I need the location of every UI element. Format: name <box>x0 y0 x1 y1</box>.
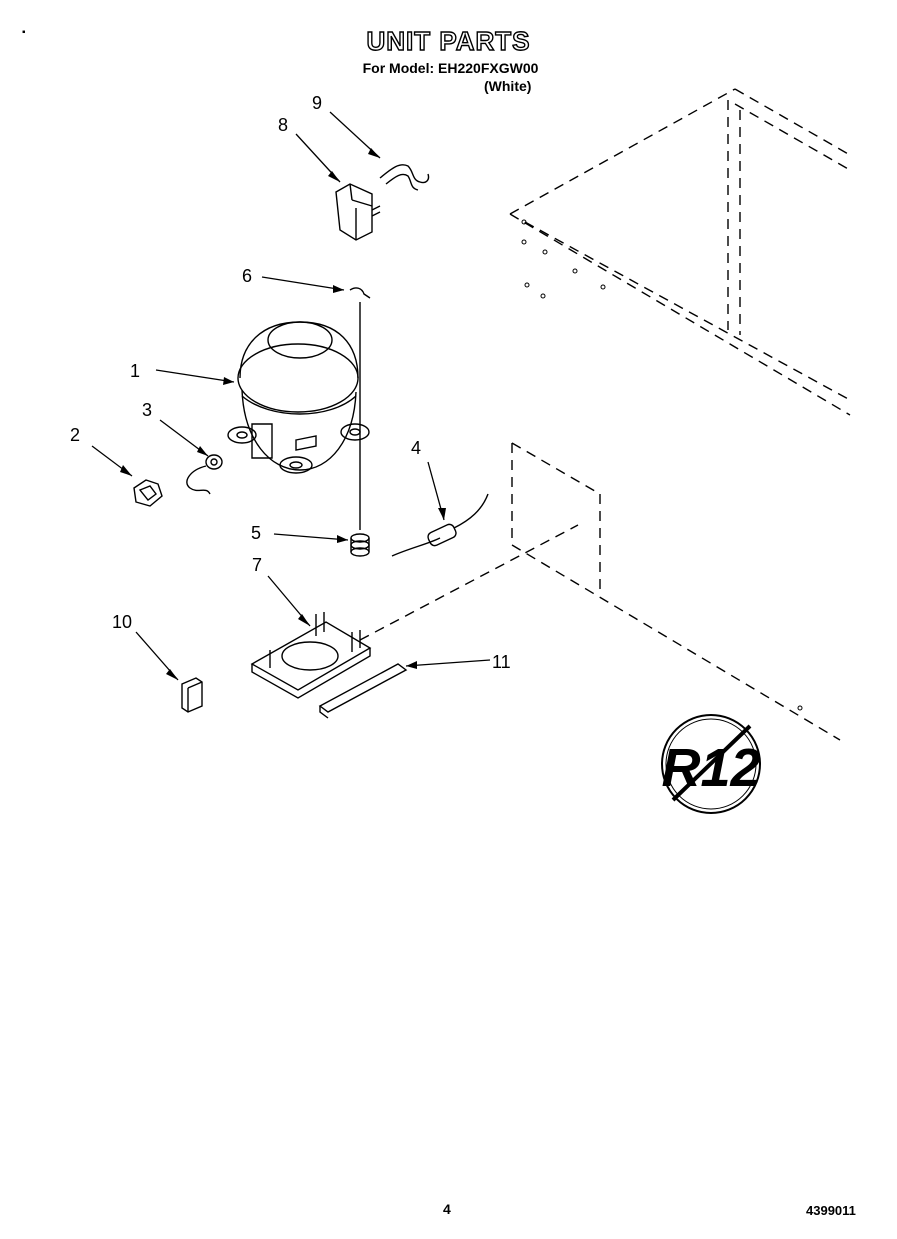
part-2-grommet <box>134 480 162 506</box>
part-3-overload <box>187 455 222 494</box>
part-11-strip <box>320 664 406 718</box>
stray-mark: ▪ <box>22 27 26 38</box>
cabinet-outline <box>510 89 850 415</box>
callout-4: 4 <box>411 438 422 458</box>
callout-3: 3 <box>142 400 153 420</box>
callout-10: 10 <box>112 612 133 632</box>
part-4-drier <box>392 494 488 556</box>
page-number: 4 <box>443 1201 451 1217</box>
document-number: 4399011 <box>806 1203 856 1218</box>
part-8-bracket <box>336 184 380 240</box>
callout-2: 2 <box>70 425 81 445</box>
callout-5: 5 <box>251 523 262 543</box>
callout-6: 6 <box>242 266 253 286</box>
callout-9: 9 <box>312 93 323 113</box>
r12-badge-icon <box>662 715 760 813</box>
leader-lines <box>92 112 490 680</box>
cabinet-holes <box>522 220 802 710</box>
part-1-compressor <box>228 322 369 473</box>
leader-arrowheads <box>120 148 446 680</box>
color-line: (White) <box>484 78 532 94</box>
part-9-tube <box>380 165 429 190</box>
model-line: For Model: EH220FXGW00 <box>362 60 539 76</box>
callout-7: 7 <box>252 555 263 575</box>
part-6-clip <box>350 288 370 530</box>
part-10-capacitor <box>182 678 202 712</box>
page-title: UNIT PARTS <box>366 25 531 56</box>
lower-compartment-outline <box>360 443 840 740</box>
r12-badge-text: R12 <box>661 738 760 798</box>
callout-8: 8 <box>278 115 289 135</box>
part-7-base <box>252 612 370 698</box>
callout-1: 1 <box>130 361 141 381</box>
callout-11: 11 <box>492 652 511 672</box>
part-5-grommet <box>351 534 369 556</box>
